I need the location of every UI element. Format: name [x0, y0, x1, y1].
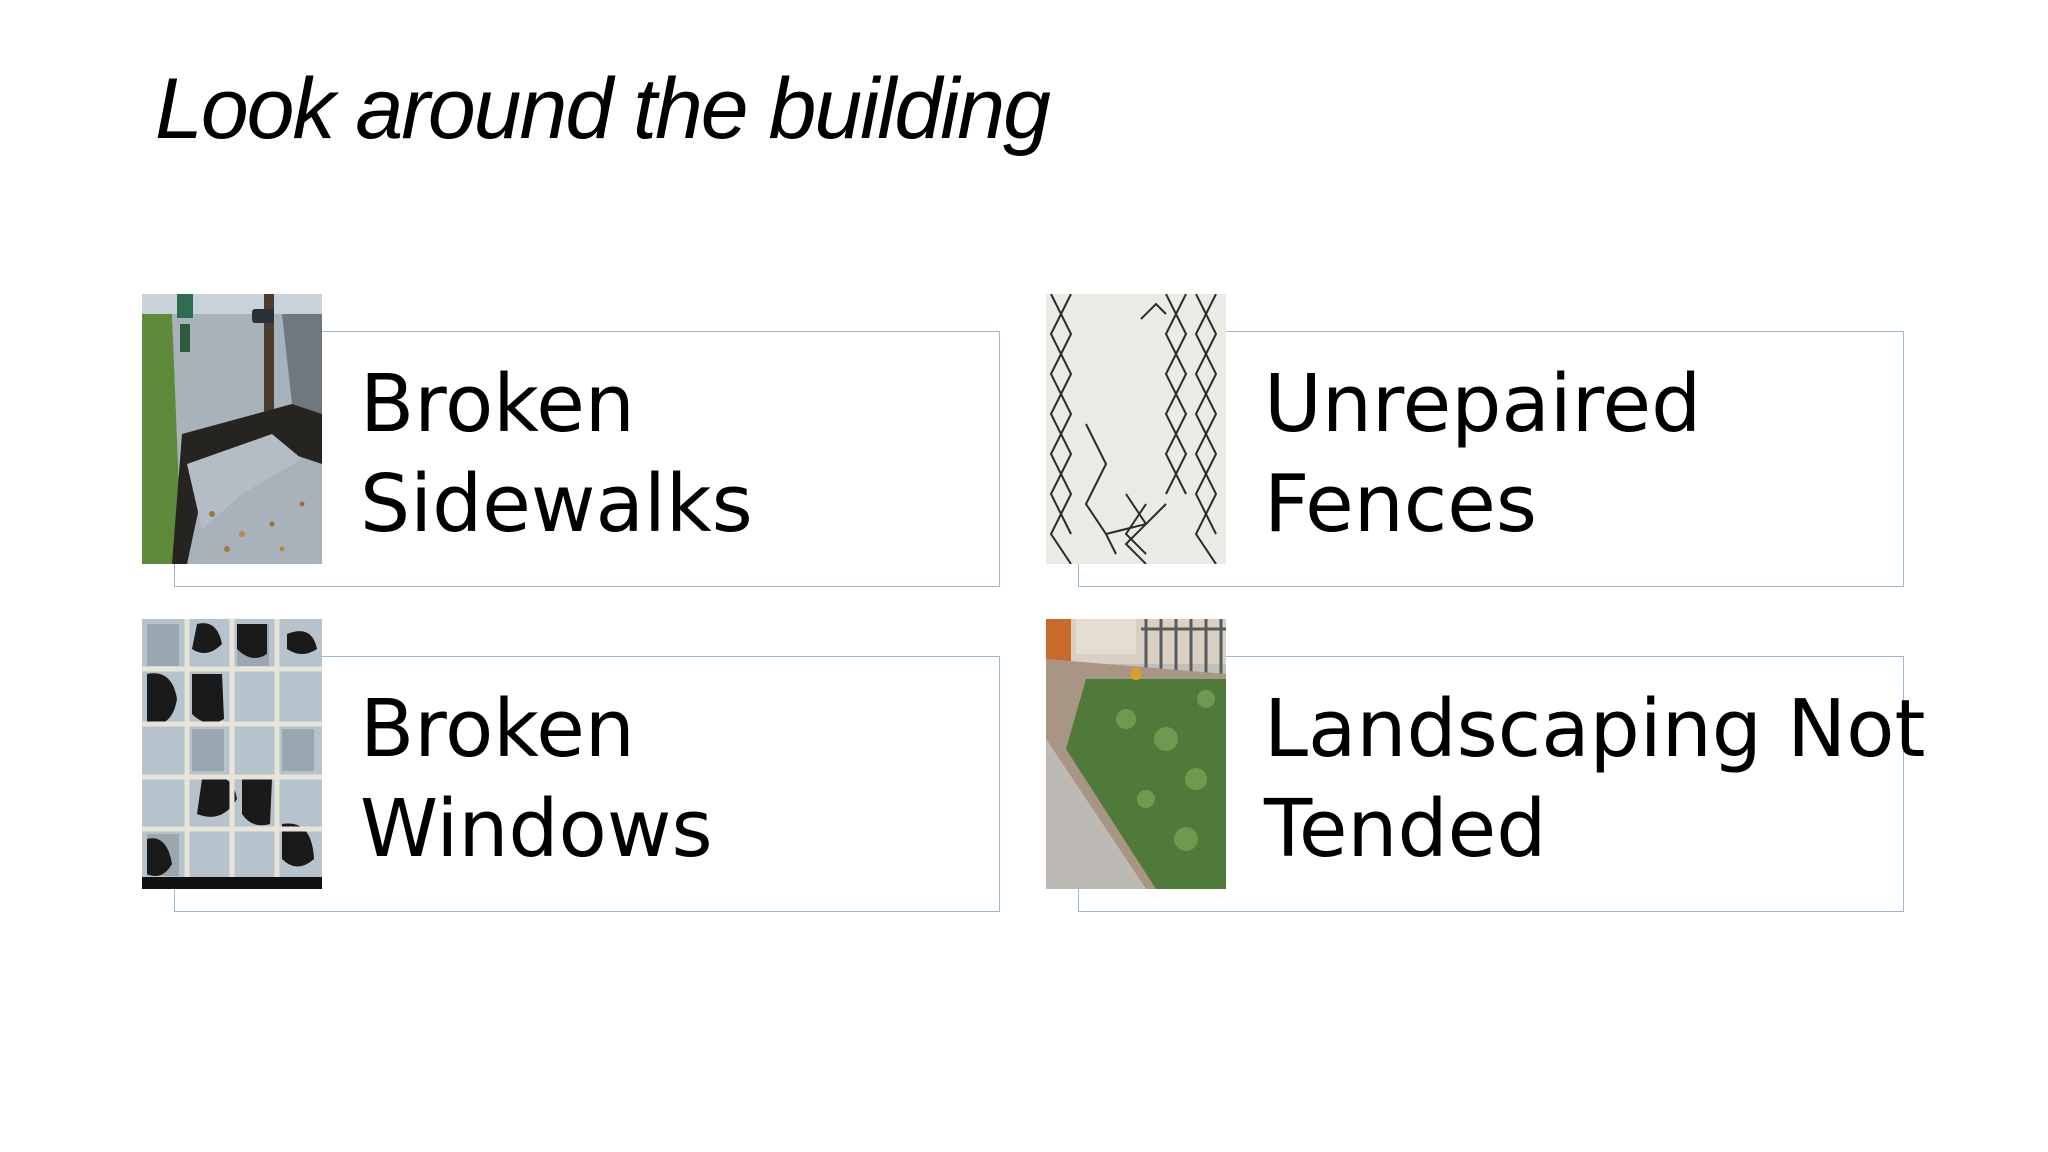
- card-label-line-1: Unrepaired: [1264, 358, 1702, 450]
- overgrown-landscaping-photo: [1046, 619, 1226, 889]
- broken-chain-link-fence-photo: [1046, 294, 1226, 564]
- card-label-line-1: Landscaping Not: [1264, 683, 1926, 775]
- list-item-unrepaired-fences: Unrepaired Fences: [1046, 294, 2048, 587]
- card-label-line-2: Fences: [1264, 458, 1537, 550]
- card-label: Unrepaired Fences: [1264, 354, 1701, 554]
- card-label-line-2: Tended: [1264, 783, 1547, 875]
- list-item-broken-windows: Broken Windows: [142, 619, 1144, 912]
- slide-title: Look around the building: [155, 61, 1051, 157]
- card-label-line-1: Broken: [360, 358, 635, 450]
- list-item-landscaping-not-tended: Landscaping Not Tended: [1046, 619, 2048, 912]
- card-label: Broken Windows: [360, 679, 713, 879]
- broken-sidewalk-photo: [142, 294, 322, 564]
- card-label-line-2: Windows: [360, 783, 713, 875]
- list-item-broken-sidewalks: Broken Sidewalks: [142, 294, 1144, 587]
- card-label: Landscaping Not Tended: [1264, 679, 1925, 879]
- card-label-line-1: Broken: [360, 683, 635, 775]
- broken-windows-photo: [142, 619, 322, 889]
- card-label: Broken Sidewalks: [360, 354, 753, 554]
- card-label-line-2: Sidewalks: [360, 458, 753, 550]
